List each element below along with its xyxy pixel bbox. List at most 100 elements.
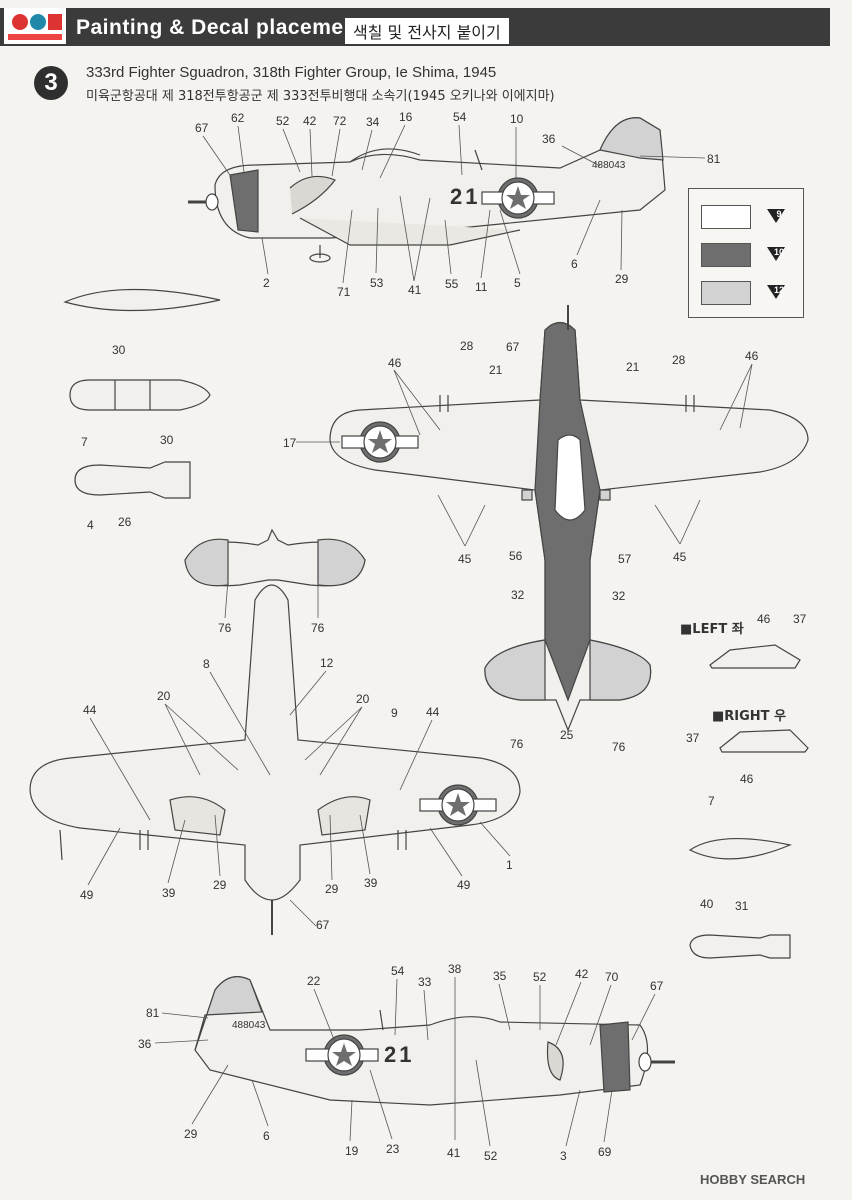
- callout-number: 10: [510, 112, 524, 126]
- callout-number: 32: [511, 588, 525, 602]
- callout-number: 44: [83, 703, 97, 717]
- callout-number: 46: [388, 356, 402, 370]
- callout-number: 7: [81, 435, 88, 449]
- callout-number: 67: [506, 340, 520, 354]
- callout-number: 33: [418, 975, 432, 989]
- tail-view: [184, 528, 366, 587]
- bottom-view-aircraft: [29, 584, 521, 935]
- callout-number: 34: [366, 115, 380, 129]
- callout-number: 49: [80, 888, 94, 902]
- callout-number: 2: [263, 276, 270, 290]
- stores-drawings: [63, 288, 221, 499]
- callout-number: 37: [793, 612, 807, 626]
- callout-number: 35: [493, 969, 507, 983]
- legend-number-12: 12: [773, 285, 784, 295]
- left-side-label: ■LEFT 좌: [680, 622, 744, 637]
- callout-number: 81: [707, 152, 721, 166]
- callout-number: 76: [510, 737, 524, 751]
- callout-number: 67: [316, 918, 330, 932]
- callout-number: 54: [391, 964, 405, 978]
- callout-number: 1: [506, 858, 513, 872]
- callout-number: 38: [448, 962, 462, 976]
- callout-number: 57: [618, 552, 632, 566]
- top-profile-aircraft: [188, 117, 666, 263]
- callout-number: 23: [386, 1142, 400, 1156]
- serial-number-bottom: 488043: [232, 1020, 266, 1031]
- site-logo: [4, 8, 66, 44]
- callout-number: 41: [447, 1146, 461, 1160]
- right-side-label: ■RIGHT 우: [712, 709, 787, 724]
- aircraft-code-top: 21: [450, 184, 481, 209]
- callout-number: 71: [337, 285, 351, 299]
- callout-number: 28: [460, 339, 474, 353]
- callout-number: 25: [560, 728, 574, 742]
- callout-number: 45: [673, 550, 687, 564]
- callout-number: 40: [700, 897, 714, 911]
- callout-number: 3: [560, 1149, 567, 1163]
- callout-number: 29: [615, 272, 629, 286]
- side-detail-parts: [688, 644, 809, 959]
- callout-number: 52: [484, 1149, 498, 1163]
- callout-number: 70: [605, 970, 619, 984]
- callout-number: 44: [426, 705, 440, 719]
- callout-number: 19: [345, 1144, 359, 1158]
- callout-number: 29: [213, 878, 227, 892]
- callout-number: 5: [514, 276, 521, 290]
- callout-number: 46: [740, 772, 754, 786]
- callout-number: 46: [757, 612, 771, 626]
- callout-number: 36: [542, 132, 556, 146]
- legend-swatch-white: [701, 205, 751, 229]
- callout-number: 39: [364, 876, 378, 890]
- callout-number: 76: [218, 621, 232, 635]
- callout-number: 30: [160, 433, 174, 447]
- legend-number-9: 9: [776, 209, 782, 219]
- callout-number: 56: [509, 549, 523, 563]
- callout-number: 16: [399, 110, 413, 124]
- callout-number: 42: [303, 114, 317, 128]
- page-title-korean: 색칠 및 전사지 붙이기: [345, 18, 509, 44]
- callout-number: 72: [333, 114, 347, 128]
- callout-number: 53: [370, 276, 384, 290]
- callout-number: 11: [475, 280, 488, 294]
- callout-number: 12: [320, 656, 334, 670]
- callout-number: 52: [533, 970, 547, 984]
- callout-number: 4: [87, 518, 94, 532]
- callout-number: 26: [118, 515, 132, 529]
- callout-number: 55: [445, 277, 459, 291]
- callout-number: 21: [626, 360, 640, 374]
- callout-number: 20: [157, 689, 171, 703]
- callout-number: 36: [138, 1037, 152, 1051]
- callout-number: 81: [146, 1006, 160, 1020]
- callout-number: 6: [263, 1129, 270, 1143]
- callout-number: 28: [672, 353, 686, 367]
- callout-number: 49: [457, 878, 471, 892]
- callout-number: 21: [489, 363, 503, 377]
- legend-swatch-light: [701, 281, 751, 305]
- callout-number: 67: [195, 121, 209, 135]
- serial-number-top: 488043: [592, 160, 626, 171]
- paint-legend: 9 10 12: [688, 188, 804, 318]
- callout-number: 17: [283, 436, 297, 450]
- callout-number: 42: [575, 967, 589, 981]
- callout-number: 46: [745, 349, 759, 363]
- callout-number: 62: [231, 111, 245, 125]
- callout-number: 8: [203, 657, 210, 671]
- callout-number: 32: [612, 589, 626, 603]
- legend-badges: [767, 209, 785, 299]
- callout-number: 52: [276, 114, 290, 128]
- callout-number: 76: [311, 621, 325, 635]
- step-title-english: 333rd Fighter Sguadron, 318th Fighter Gr…: [86, 64, 497, 81]
- aircraft-code-bottom: 21: [384, 1042, 415, 1067]
- callout-number: 9: [391, 706, 398, 720]
- bottom-profile-aircraft: [194, 976, 675, 1106]
- callout-number: 39: [162, 886, 176, 900]
- callout-number: 7: [708, 794, 715, 808]
- callout-number: 69: [598, 1145, 612, 1159]
- legend-swatch-dark: [701, 243, 751, 267]
- callout-number: 29: [325, 882, 339, 896]
- callout-number: 30: [112, 343, 126, 357]
- step-title-korean: 미육군항공대 제 318전투항공군 제 333전투비행대 소속기(1945 오키…: [86, 89, 555, 104]
- callout-number: 54: [453, 110, 467, 124]
